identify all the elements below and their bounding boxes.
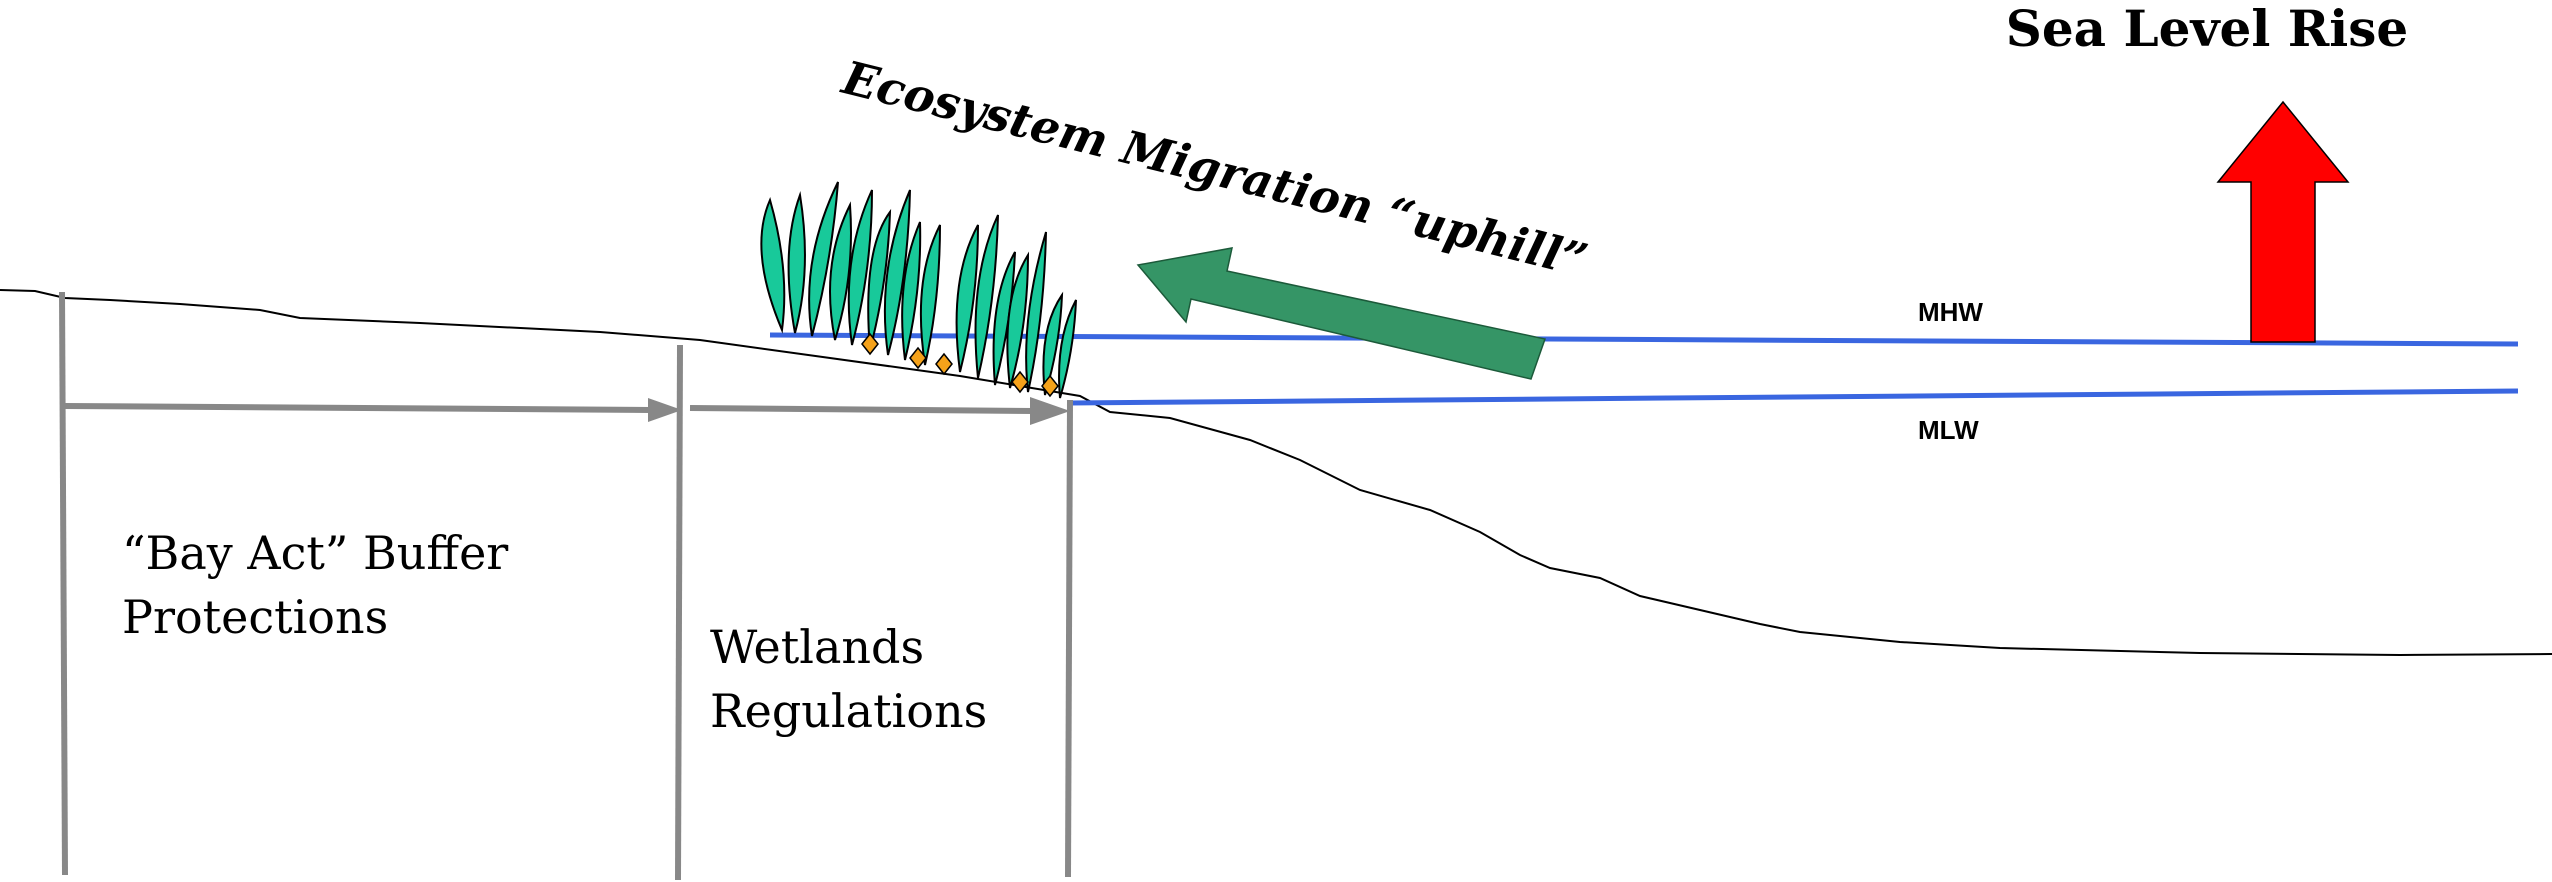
flower: [935, 352, 953, 376]
flower: [1011, 370, 1029, 394]
ground-profile: [0, 289, 2552, 657]
grass-blade: [829, 201, 852, 341]
grass-blade: [1006, 251, 1030, 389]
grass-blade: [808, 181, 839, 337]
boundary-post-left: [59, 291, 68, 876]
grass-blade: [1025, 231, 1047, 393]
bay-act-extent-line: [64, 403, 651, 413]
wetlands-label-line1: Wetlands: [710, 620, 924, 674]
flower: [909, 346, 927, 370]
wetlands-extent-arrowhead: [1030, 397, 1070, 425]
grass-blade: [974, 214, 999, 379]
bay-act-label-line1: “Bay Act” Buffer: [122, 526, 508, 580]
mhw-line: [769, 332, 2519, 347]
grass-blade: [901, 221, 922, 361]
grass-blade: [919, 224, 941, 366]
mlw-line: [1069, 388, 2519, 406]
wetlands-label-line2: Regulations: [710, 684, 987, 738]
migration-arrow: [1136, 247, 1546, 380]
grass-blade: [787, 191, 806, 334]
marsh-grass: [760, 181, 1077, 399]
bay-act-label-line2: Protections: [122, 590, 388, 644]
grass-blade: [847, 189, 873, 346]
grass-blade: [955, 224, 979, 373]
boundary-post-right: [1065, 399, 1073, 878]
mlw-label: MLW: [1918, 415, 1979, 445]
grass-blade: [1058, 299, 1077, 399]
sea-level-rise-arrow: [2216, 100, 2350, 343]
boundary-post-middle: [675, 344, 683, 881]
flower: [861, 332, 879, 356]
marsh-flowers: [861, 332, 1059, 398]
wetlands-extent-line: [689, 405, 1035, 414]
grass-blade: [867, 208, 892, 351]
bay-act-extent-arrowhead: [648, 398, 682, 422]
grass-blade: [883, 189, 911, 356]
grass-blade: [992, 251, 1016, 386]
sea-level-rise-title: Sea Level Rise: [2006, 0, 2408, 58]
flower: [1041, 374, 1059, 398]
grass-blade: [1042, 291, 1064, 396]
grass-blade: [760, 197, 786, 334]
mhw-label: MHW: [1918, 297, 1983, 327]
